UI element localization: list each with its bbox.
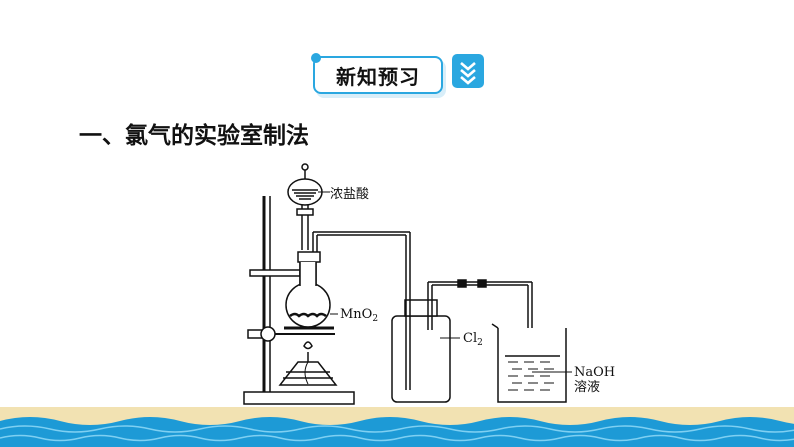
funnel-reagent-label: 浓盐酸 <box>330 187 369 202</box>
decorative-wave-footer <box>0 407 794 447</box>
section-title: 新知预习 <box>336 64 420 89</box>
iron-stand <box>243 196 355 405</box>
flask-reagent-label: MnO2 <box>340 307 378 324</box>
absorber-label-line1: NaOH <box>574 365 615 380</box>
separatory-funnel <box>287 163 330 250</box>
alcohol-lamp <box>278 341 338 386</box>
beaker <box>491 282 572 403</box>
absorber-label-line2: 溶液 <box>574 380 600 395</box>
gas-label: Cl2 <box>463 331 483 348</box>
double-chevron-down-icon <box>460 62 476 85</box>
chlorine-apparatus-diagram: 浓盐酸 MnO2 Cl2 NaOH 溶液 <box>243 163 615 405</box>
page-heading: 一、氯气的实验室制法 <box>79 123 309 149</box>
gas-collecting-bottle <box>391 279 532 403</box>
expand-button[interactable] <box>452 54 484 88</box>
reaction-flask <box>285 262 338 328</box>
pill-dot-icon <box>311 53 321 63</box>
section-title-pill: 新知预习 <box>311 53 443 94</box>
